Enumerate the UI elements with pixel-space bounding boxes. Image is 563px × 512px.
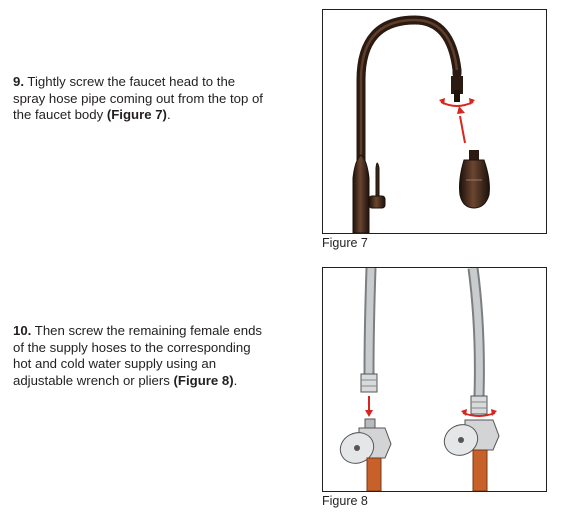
faucet-head-install-illustration [352,15,490,233]
left-copper-pipe [366,457,382,491]
hose-connector [451,76,463,94]
step-10-figure-ref: (Figure 8) [173,372,234,388]
sprayer-neck [469,150,479,160]
figure-7-caption: Figure 7 [322,236,368,250]
step-10-text: Then screw the remaining female ends of … [13,323,263,388]
up-arrow-icon [459,115,466,144]
step-9-period: . [166,107,171,123]
faucet-head-sprayer [459,159,490,209]
step-9-figure-ref: (Figure 7) [106,107,167,123]
rotate-arrow-icon [440,101,474,107]
figure-8-caption: Figure 8 [322,494,368,508]
faucet-handle-base [368,195,386,209]
left-hose-nut [360,373,378,393]
step-10-period: . [233,372,238,388]
right-hose-nut [470,395,488,415]
faucet-lever [375,162,380,197]
figure-8-box [322,267,547,492]
right-copper-pipe [472,449,488,491]
step-9-instruction: 9. Tightly screw the faucet head to the … [13,74,263,124]
step-9-text: Tightly screw the faucet head to the spr… [13,74,263,123]
step-10-instruction: 10. Then screw the remaining female ends… [13,323,263,389]
step-10-number: 10. [13,323,32,338]
figure-7-box [322,9,547,234]
step-9-number: 9. [13,74,24,89]
supply-hose-connection-illustration [339,268,500,491]
faucet-body [352,154,370,233]
